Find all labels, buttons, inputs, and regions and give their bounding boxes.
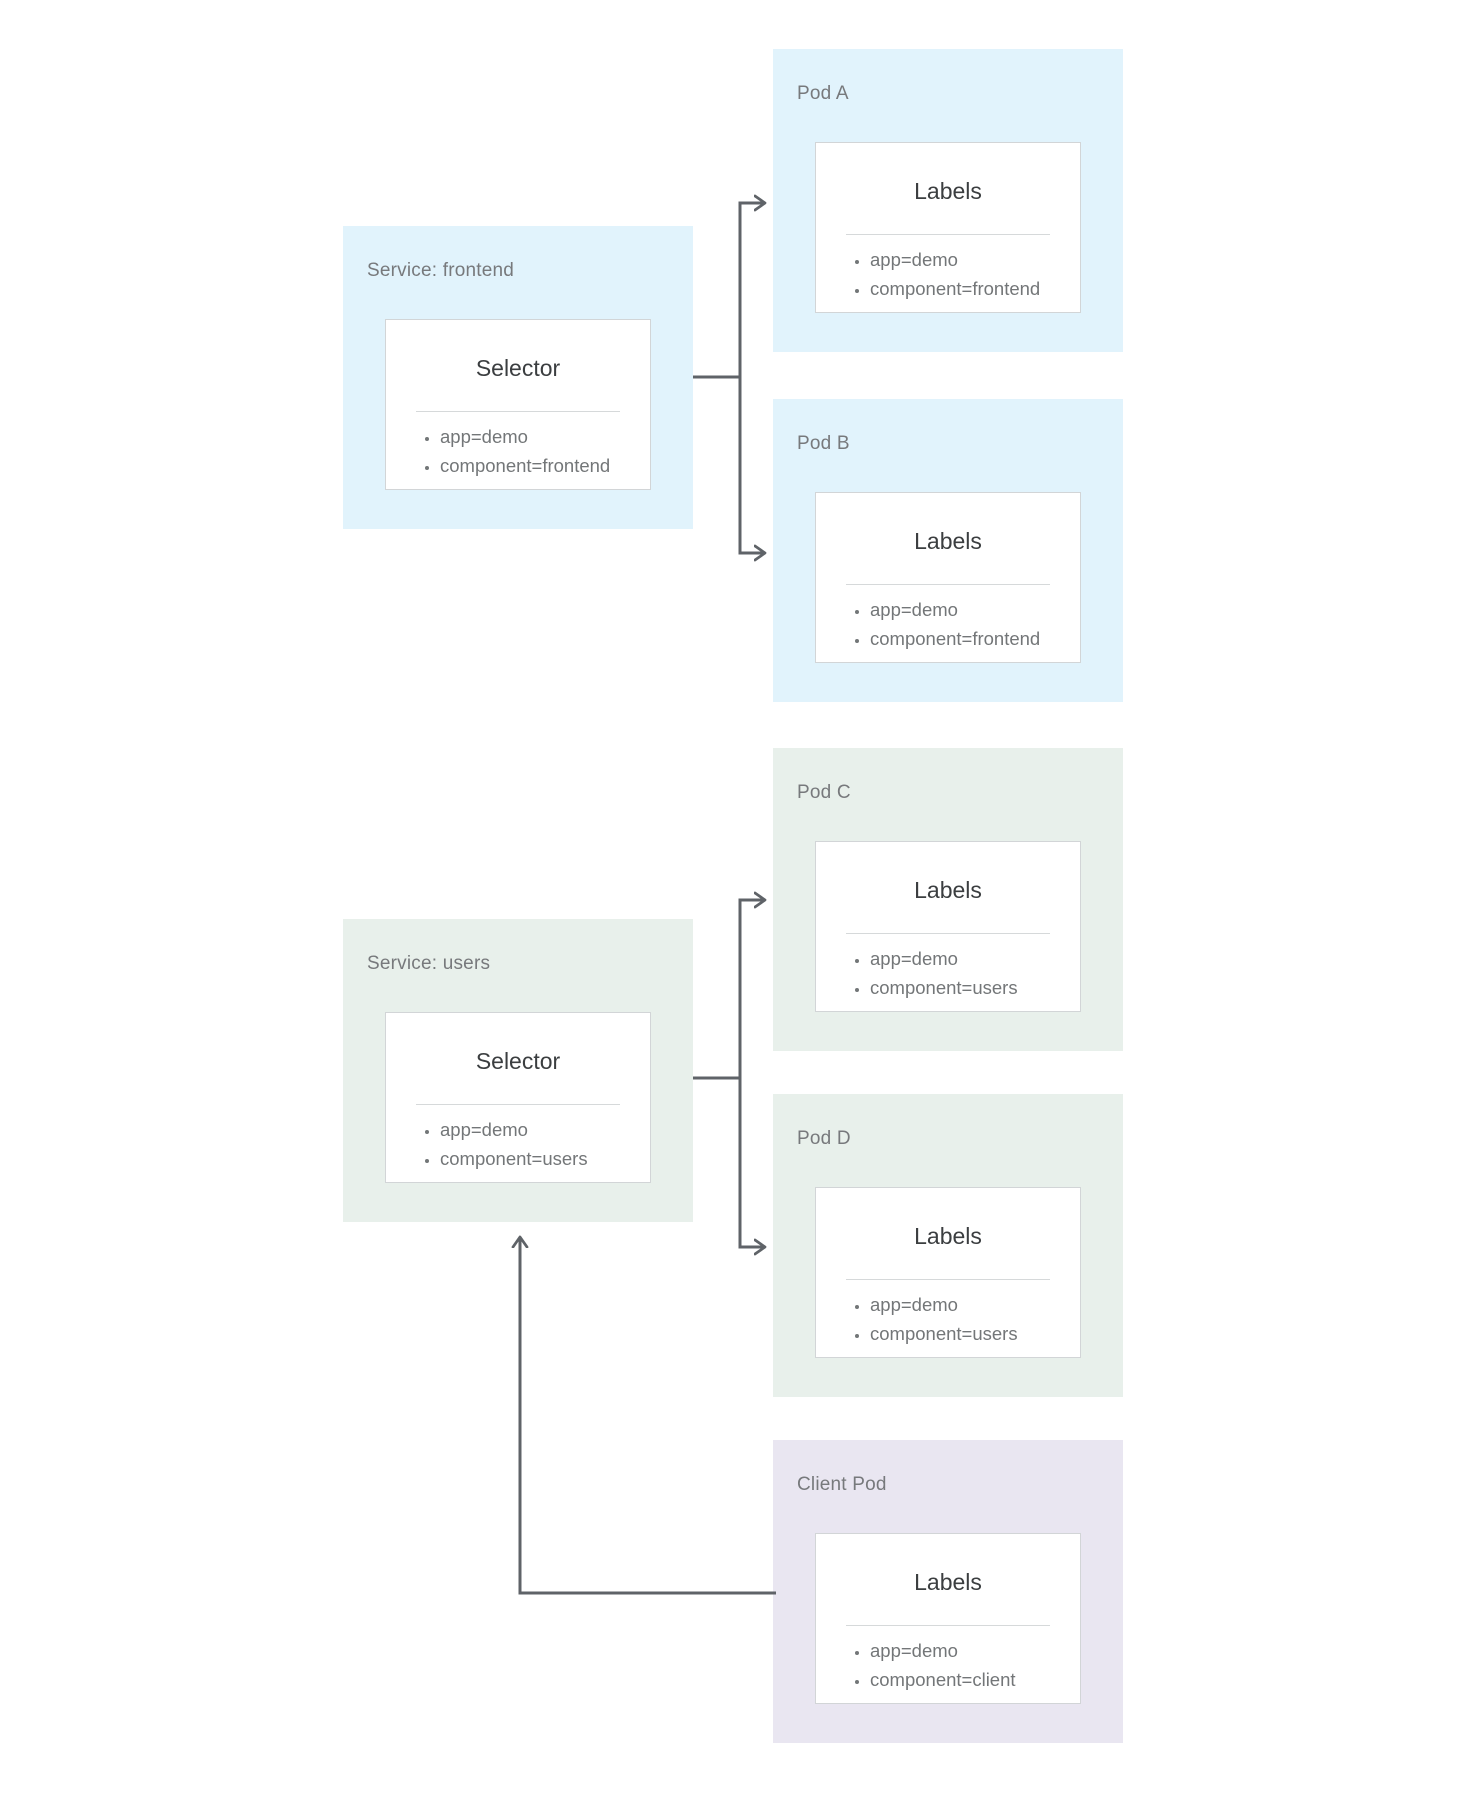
edge-users-to-pod-c — [738, 900, 764, 1078]
labels-card: Labels app=demo component=frontend — [815, 492, 1081, 663]
edge-users-to-pod-d — [738, 1078, 764, 1247]
selector-item: component=frontend — [440, 451, 650, 480]
label-item: app=demo — [870, 245, 1080, 274]
edge-client-to-service-users — [520, 1238, 776, 1595]
card-title: Selector — [475, 355, 561, 381]
label-item: component=client — [870, 1665, 1080, 1694]
node-pod-b: Pod B Labels app=demo component=frontend — [773, 399, 1123, 702]
selector-list: app=demo component=users — [386, 1115, 650, 1173]
label-item: app=demo — [870, 1636, 1080, 1665]
selector-card: Selector app=demo component=frontend — [385, 319, 651, 490]
label-item: app=demo — [870, 595, 1080, 624]
node-title: Pod C — [797, 782, 851, 803]
label-list: app=demo component=users — [816, 1290, 1080, 1348]
labels-card: Labels app=demo component=client — [815, 1533, 1081, 1704]
label-item: component=frontend — [870, 274, 1080, 303]
selector-card: Selector app=demo component=users — [385, 1012, 651, 1183]
label-item: component=users — [870, 1319, 1080, 1348]
labels-card: Labels app=demo component=users — [815, 841, 1081, 1012]
divider — [846, 234, 1050, 235]
node-title: Service: frontend — [367, 260, 515, 281]
node-service-frontend: Service: frontend Selector app=demo comp… — [343, 226, 693, 529]
divider — [416, 1104, 620, 1105]
card-title: Labels — [914, 528, 982, 554]
node-service-users: Service: users Selector app=demo compone… — [343, 919, 693, 1222]
divider — [846, 584, 1050, 585]
node-pod-c: Pod C Labels app=demo component=users — [773, 748, 1123, 1051]
selector-item: app=demo — [440, 422, 650, 451]
label-list: app=demo component=frontend — [816, 245, 1080, 303]
card-title: Labels — [914, 178, 982, 204]
card-title: Selector — [475, 1048, 561, 1074]
divider — [846, 933, 1050, 934]
labels-card: Labels app=demo component=users — [815, 1187, 1081, 1358]
label-item: app=demo — [870, 944, 1080, 973]
label-item: component=users — [870, 973, 1080, 1002]
node-title: Client Pod — [797, 1474, 887, 1495]
label-list: app=demo component=users — [816, 944, 1080, 1002]
node-title: Pod D — [797, 1128, 851, 1149]
card-title: Labels — [914, 1223, 982, 1249]
card-title: Labels — [914, 877, 982, 903]
node-title: Service: users — [367, 953, 491, 974]
edge-frontend-to-pod-a — [738, 203, 764, 377]
divider — [416, 411, 620, 412]
divider — [846, 1279, 1050, 1280]
node-client-pod: Client Pod Labels app=demo component=cli… — [773, 1440, 1123, 1743]
node-pod-a: Pod A Labels app=demo component=frontend — [773, 49, 1123, 352]
selector-item: component=users — [440, 1144, 650, 1173]
selector-item: app=demo — [440, 1115, 650, 1144]
labels-card: Labels app=demo component=frontend — [815, 142, 1081, 313]
selector-list: app=demo component=frontend — [386, 422, 650, 480]
label-list: app=demo component=client — [816, 1636, 1080, 1694]
label-item: app=demo — [870, 1290, 1080, 1319]
divider — [846, 1625, 1050, 1626]
label-item: component=frontend — [870, 624, 1080, 653]
node-title: Pod B — [797, 433, 850, 454]
edge-frontend-to-pod-b — [738, 377, 764, 553]
card-title: Labels — [914, 1569, 982, 1595]
label-list: app=demo component=frontend — [816, 595, 1080, 653]
node-pod-d: Pod D Labels app=demo component=users — [773, 1094, 1123, 1397]
node-title: Pod A — [797, 83, 849, 104]
